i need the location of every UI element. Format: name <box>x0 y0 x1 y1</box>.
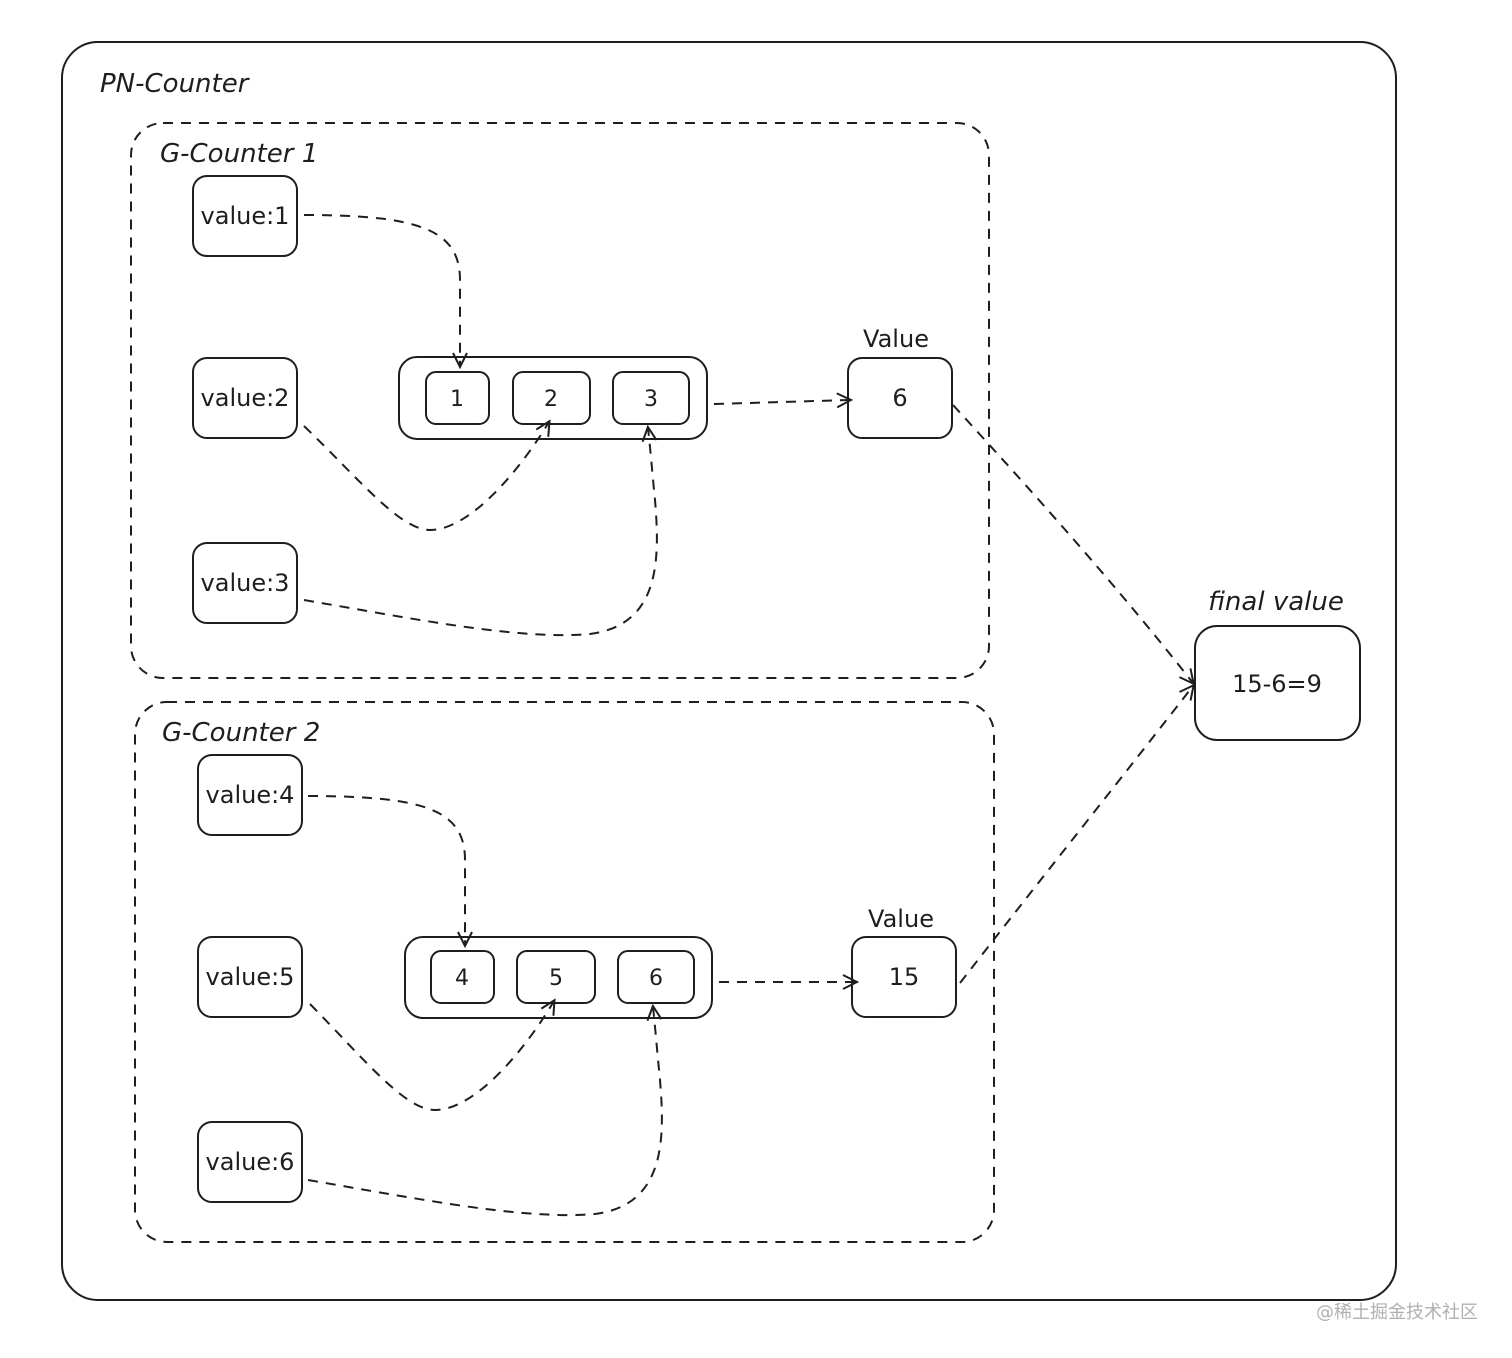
g2-input-2: value:5 <box>197 936 303 1018</box>
final-value-label: final value <box>1208 587 1344 617</box>
g1-cell-2: 2 <box>512 371 591 425</box>
svg-text:value:3: value:3 <box>201 569 290 597</box>
svg-text:value:2: value:2 <box>201 384 290 412</box>
svg-text:6: 6 <box>892 384 907 412</box>
g1-arrow-input2-to-cell2 <box>303 422 549 532</box>
g1-arrow-input3-to-cell3 <box>303 428 658 637</box>
g1-cell-3: 3 <box>612 371 690 425</box>
svg-text:value:1: value:1 <box>201 202 290 230</box>
svg-text:5: 5 <box>549 966 563 991</box>
g1-value-label: Value <box>863 325 929 353</box>
g2-input-1: value:4 <box>197 754 303 836</box>
g1-arrow-vector-to-value <box>713 400 850 404</box>
final-value-box: 15-6=9 <box>1194 625 1361 741</box>
g1-input-3: value:3 <box>192 542 298 624</box>
g2-value-label: Value <box>868 905 934 933</box>
g2-arrow-input2-to-cell2 <box>309 1001 554 1112</box>
svg-text:value:4: value:4 <box>206 781 295 809</box>
svg-text:6: 6 <box>649 966 663 991</box>
g2-value-box: 15 <box>851 936 957 1018</box>
arrow-g1-value-to-final <box>952 404 1193 683</box>
watermark: @稀土掘金技术社区 <box>1316 1302 1478 1323</box>
svg-text:3: 3 <box>644 387 658 412</box>
svg-text:2: 2 <box>544 387 558 412</box>
svg-text:1: 1 <box>450 387 464 412</box>
arrow-g2-value-to-final <box>959 686 1193 984</box>
svg-text:15: 15 <box>889 963 920 991</box>
svg-text:4: 4 <box>455 966 469 991</box>
svg-text:value:6: value:6 <box>206 1148 295 1176</box>
pn-counter-title: PN-Counter <box>100 69 251 99</box>
g2-input-3: value:6 <box>197 1121 303 1203</box>
pn-counter-frame <box>61 41 1397 1301</box>
g1-input-2: value:2 <box>192 357 298 439</box>
svg-text:15-6=9: 15-6=9 <box>1232 670 1322 698</box>
g2-cell-3: 6 <box>617 950 695 1004</box>
g2-arrow-input3-to-cell3 <box>307 1007 663 1217</box>
g1-arrow-input1-to-cell1 <box>303 214 460 366</box>
g2-arrow-input1-to-cell1 <box>307 795 465 945</box>
g-counter-1-title: G-Counter 1 <box>160 139 318 169</box>
g1-input-1: value:1 <box>192 175 298 257</box>
g-counter-2-title: G-Counter 2 <box>162 718 320 748</box>
g2-cell-1: 4 <box>430 950 495 1004</box>
g2-cell-2: 5 <box>516 950 596 1004</box>
svg-text:value:5: value:5 <box>206 963 295 991</box>
g1-value-box: 6 <box>847 357 953 439</box>
g-counter-1-group <box>130 122 990 679</box>
g1-vector: 1 2 3 <box>398 356 708 440</box>
g-counter-2-group <box>134 701 995 1243</box>
g1-cell-1: 1 <box>425 371 490 425</box>
g2-vector: 4 5 6 <box>404 936 713 1019</box>
